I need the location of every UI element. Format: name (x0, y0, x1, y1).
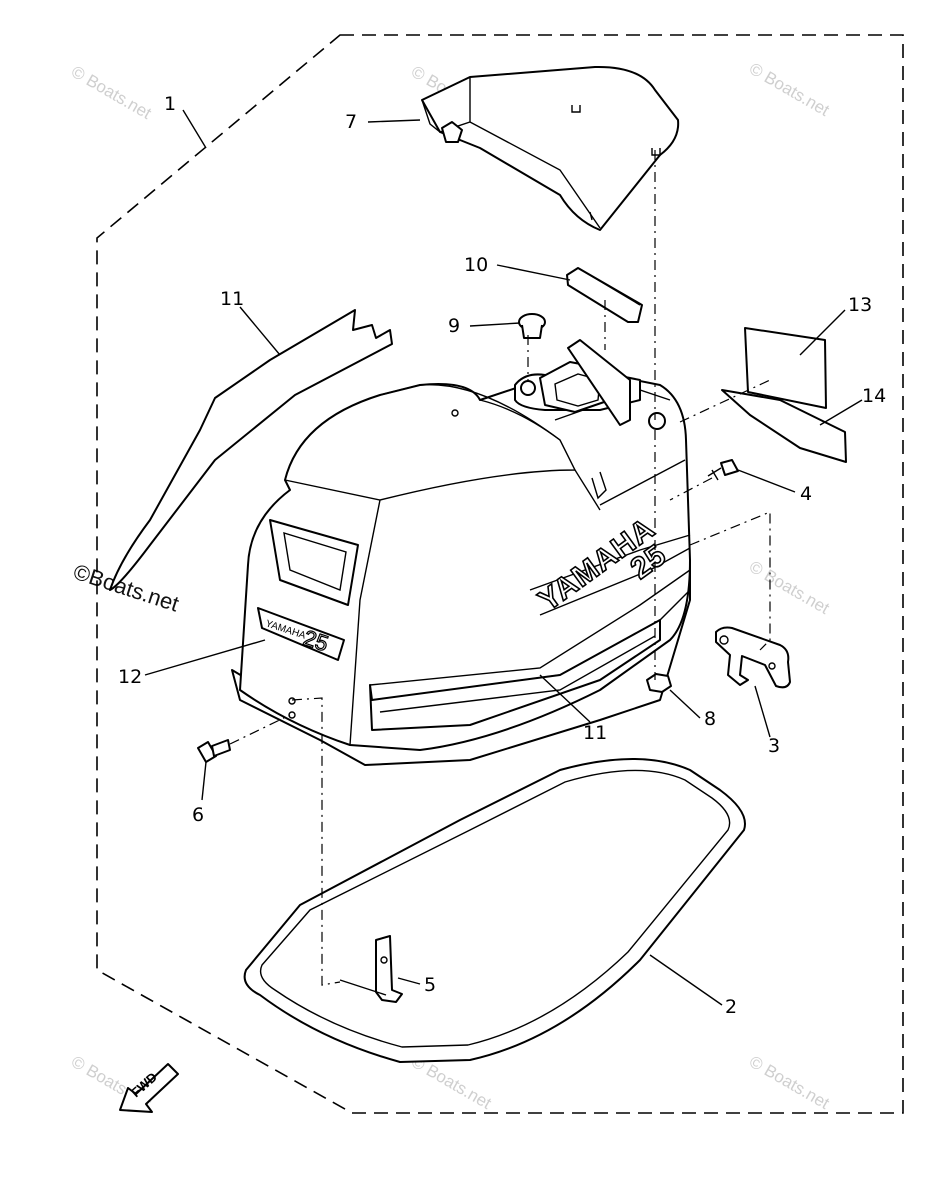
watermark: © Boats.net (746, 59, 833, 120)
watermark: © Boats.net (746, 557, 833, 618)
part-7-top-cover (421, 65, 680, 231)
part-11-decal-upper (109, 309, 393, 591)
callout-4: 4 (800, 483, 812, 505)
callout-3: 3 (768, 735, 780, 757)
callout-5: 5 (424, 974, 436, 996)
callout-13: 13 (848, 294, 872, 316)
callout-1: 1 (164, 93, 176, 115)
callout-11-upper: 11 (220, 288, 244, 310)
callout-10: 10 (464, 254, 488, 276)
part-8-nut (646, 673, 672, 693)
part-14-strip (721, 389, 847, 463)
callout-14: 14 (862, 385, 886, 407)
part-9-grommet (518, 313, 546, 339)
part-13-decal (744, 327, 827, 409)
part-5-clip (339, 935, 403, 1003)
callout-9: 9 (448, 315, 460, 337)
leader-lines (144, 109, 863, 1006)
part-10-seal (566, 267, 643, 323)
part-6-bolt (197, 739, 231, 763)
assembly-boundary (96, 34, 904, 1114)
top-cowling: YAMAHA 25 YAMAHA 25 (231, 339, 691, 766)
callout-8: 8 (704, 708, 716, 730)
callout-12: 12 (118, 666, 142, 688)
callout-11-lower: 11 (583, 722, 607, 744)
callouts: 1 7 10 9 11 13 14 4 12 8 11 3 6 5 2 (118, 93, 886, 1018)
callout-2: 2 (725, 996, 737, 1018)
callout-6: 6 (192, 804, 204, 826)
part-4-screw (707, 459, 739, 481)
watermark: © Boats.net (746, 1052, 833, 1113)
callout-7: 7 (345, 111, 357, 133)
assembly-lines (229, 150, 771, 986)
part-3-bracket (715, 626, 791, 689)
part-2-seal-ring (243, 758, 746, 1063)
watermark: © Boats.net (68, 62, 155, 123)
